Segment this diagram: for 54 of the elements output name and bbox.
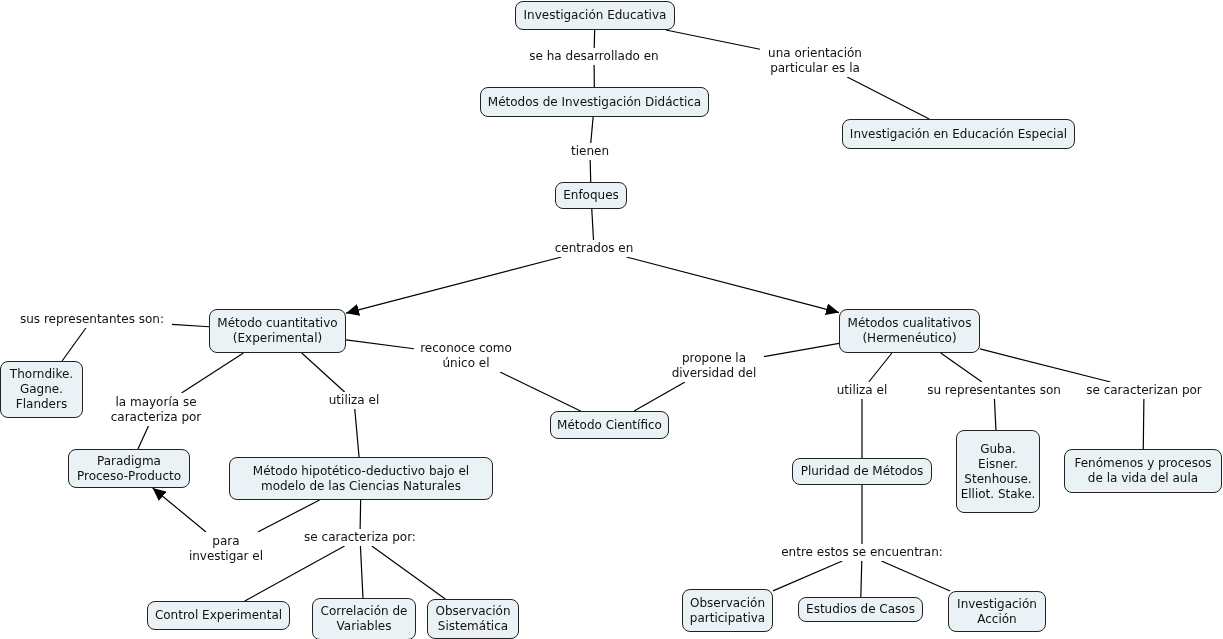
connector-line <box>171 323 210 328</box>
concept-box: Estudios de Casos <box>798 597 923 622</box>
connector-line <box>590 116 594 144</box>
concept-box: Observación Sistemática <box>427 599 519 639</box>
connector-line <box>665 29 761 50</box>
concept-box: Guba. Eisner. Stenhouse. Elliot. Stake. <box>956 430 1040 513</box>
concept-box: Enfoques <box>555 182 627 209</box>
concept-box: Investigación Acción <box>948 591 1046 632</box>
connector-line <box>589 159 592 183</box>
connector-line <box>1142 398 1145 450</box>
connector-line <box>359 545 364 599</box>
concept-box: Investigación Educativa <box>515 1 675 30</box>
connector-line <box>61 327 87 362</box>
concept-box: Métodos cualitativos (Hermenéutico) <box>839 309 980 353</box>
connector-line <box>880 560 951 592</box>
connector-line <box>633 381 686 412</box>
concept-box: Método Científico <box>550 411 669 439</box>
connector-line <box>591 208 595 241</box>
connector-line <box>137 425 150 450</box>
connector-line <box>359 499 362 530</box>
concept-box: Método hipotético-deductivo bajo el modelo de las Ciencias Naturales <box>229 457 493 500</box>
connector-line <box>371 545 446 600</box>
arrow <box>345 256 562 316</box>
connector-line <box>593 29 596 49</box>
concept-box: Método cuantitativo (Experimental) <box>209 309 346 353</box>
connector-line <box>979 348 1112 383</box>
connector-line <box>772 560 843 592</box>
connector-line <box>301 352 346 393</box>
connector-line <box>993 398 997 431</box>
connector-line <box>861 484 863 545</box>
arrow <box>625 256 840 316</box>
connector-line <box>940 352 983 383</box>
connector-line <box>846 76 930 120</box>
connector-line <box>354 408 360 458</box>
arrow <box>152 487 207 533</box>
connector-line <box>593 64 595 88</box>
connector-line <box>868 352 893 383</box>
connector-line <box>244 545 346 602</box>
concept-box: Fenómenos y procesos de la vida del aula <box>1064 449 1222 493</box>
concept-box: Observación participativa <box>682 589 773 632</box>
concept-box: Control Experimental <box>147 601 290 630</box>
concept-box: Pluridad de Métodos <box>792 458 932 485</box>
connector-line <box>499 371 582 412</box>
concept-box: Thorndike. Gagne. Flanders <box>0 361 83 418</box>
connector-line <box>257 499 321 533</box>
connector-line <box>763 342 840 358</box>
concept-box: Paradigma Proceso-Producto <box>68 449 190 488</box>
connector-line <box>860 560 863 598</box>
concept-box: Investigación en Educación Especial <box>842 119 1075 149</box>
connector-line <box>180 352 245 394</box>
concept-box: Métodos de Investigación Didáctica <box>480 87 709 117</box>
connector-line <box>345 339 415 350</box>
concept-box: Correlación de Variables <box>312 598 416 639</box>
connector-line <box>861 398 863 459</box>
